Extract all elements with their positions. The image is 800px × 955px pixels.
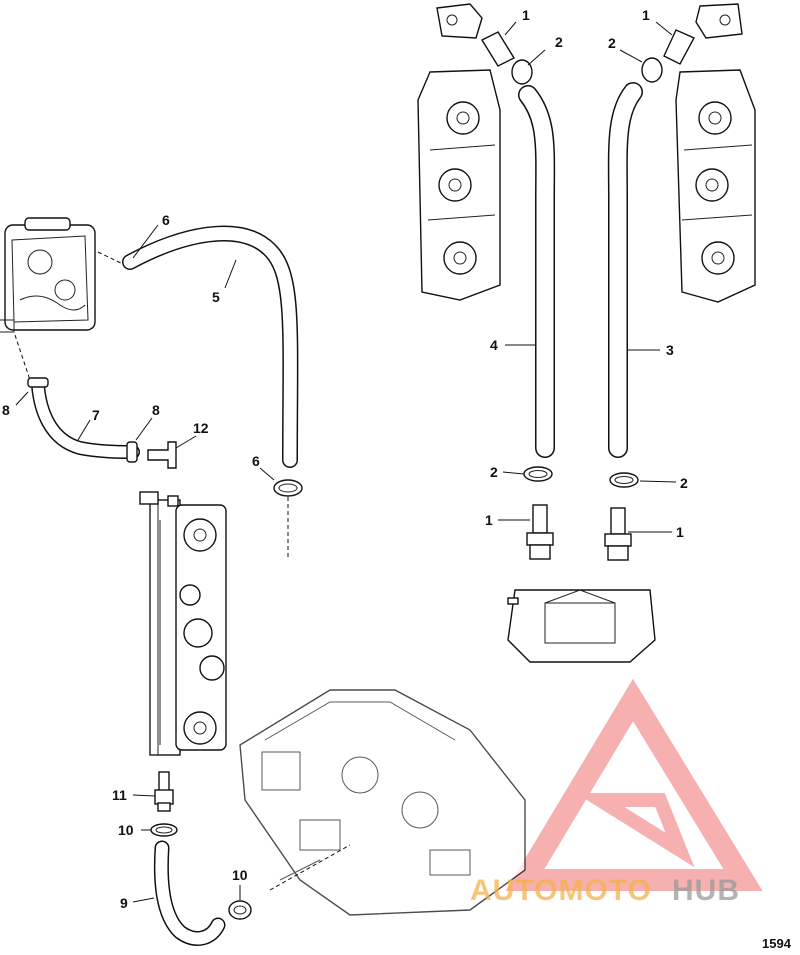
hose-9 [153,840,226,946]
callout-10: 10 [118,822,134,838]
callout-10: 10 [232,867,248,883]
callout-9: 9 [120,895,128,911]
callout-2: 2 [555,34,563,50]
callout-7: 7 [92,407,100,423]
fitting-1-top-right [663,29,695,65]
clip-8-left [27,377,49,388]
top-housing-right [695,3,743,39]
clamp-2-mid-left [523,466,553,482]
watermark-part1: AUTOMOTO [470,874,652,907]
callout-8: 8 [2,402,10,418]
callout-8: 8 [152,402,160,418]
cylinder-head-right [675,69,756,303]
clip-8-right [126,441,138,463]
callout-1: 1 [676,524,684,540]
callout-4: 4 [490,337,498,353]
hose-5 [122,225,299,468]
fitting-1-mid-left [526,504,554,560]
leader-lines [15,21,677,903]
callout-1: 1 [642,7,650,23]
top-housing-left [436,3,483,39]
clamp-10-left [150,823,178,837]
callout-11: 11 [112,787,127,803]
hose-7 [31,378,140,459]
callout-5: 5 [212,289,220,305]
fitting-1-top-left [481,31,515,67]
callout-2: 2 [490,464,498,480]
engine-block [239,689,526,916]
watermark-logo [505,678,763,891]
callout-12: 12 [193,420,209,436]
thermostat-housing-left [0,217,96,333]
cover-plate [507,589,656,663]
fitting-1-mid-right [604,507,632,561]
watermark-text: AUTOMOTO HUB [470,874,740,907]
clamp-2-top-right [641,57,663,83]
clamp-2-top-left [511,59,533,85]
clamp-2-mid-right [609,472,639,488]
fitting-11 [154,771,174,812]
callout-2: 2 [608,35,616,51]
callout-labels: 1 2 1 2 4 3 2 2 1 1 6 5 8 7 8 12 6 11 10… [2,7,688,911]
clamp-6 [273,479,303,497]
callout-2: 2 [680,475,688,491]
callout-1: 1 [485,512,493,528]
figure-number: 1594 [762,936,792,951]
elbow-fitting-12 [147,441,177,469]
callout-1: 1 [522,7,530,23]
callout-6: 6 [162,212,170,228]
clamp-10-right [228,900,252,920]
cylinder-head-left [417,69,501,301]
hose-4 [518,85,556,458]
callout-3: 3 [666,342,674,358]
vertical-manifold [139,491,227,756]
watermark-part2: HUB [672,874,740,907]
callout-6: 6 [252,453,260,469]
hose-3 [607,82,643,458]
